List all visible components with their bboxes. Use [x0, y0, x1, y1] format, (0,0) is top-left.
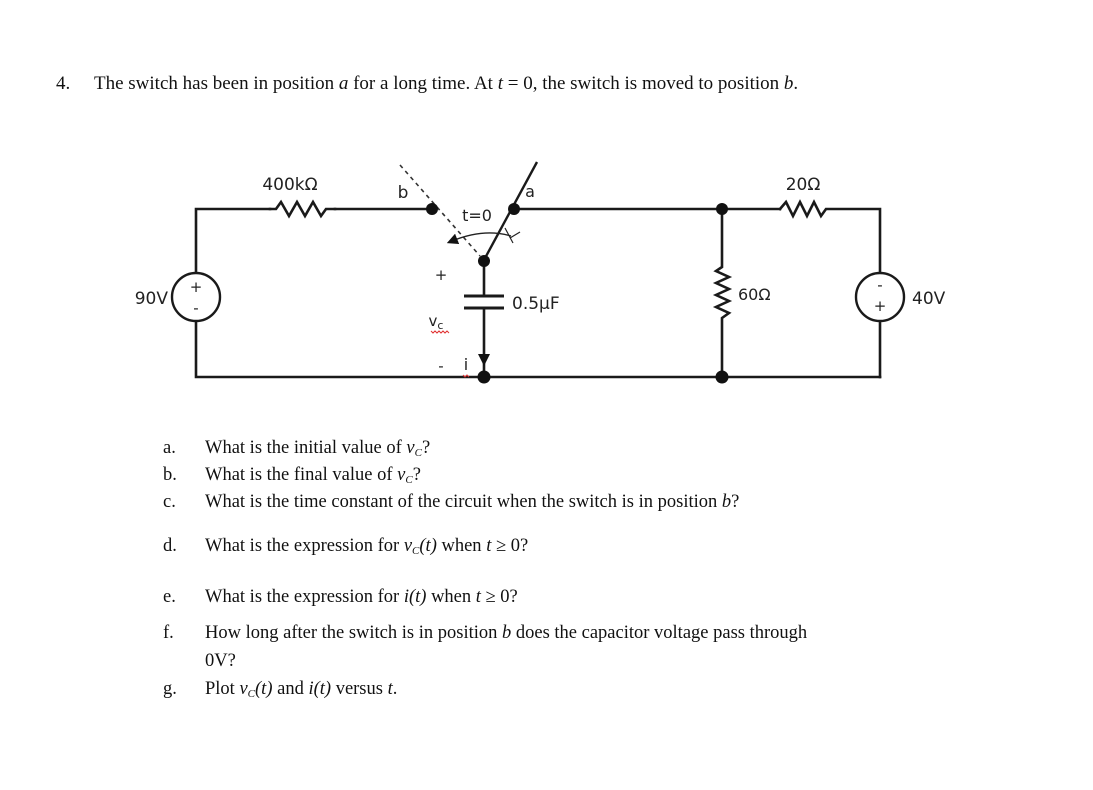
node-b	[426, 203, 438, 215]
node-cap-bottom	[477, 370, 491, 384]
capacitor-minus: -	[438, 357, 443, 375]
question-g: g.Plot vC(t) and i(t) versus t.	[163, 679, 398, 700]
spellcheck-squiggle-i	[462, 374, 470, 378]
spellcheck-squiggle	[430, 330, 450, 334]
current-arrow-icon	[478, 354, 490, 366]
resistor-60-label: 60Ω	[738, 285, 771, 304]
switch-motion-arrow	[446, 232, 512, 245]
circuit-diagram: + - 90V 400kΩ b a t=0 + vc - i 0.5μF 60Ω…	[135, 161, 946, 384]
resistor-60-symbol	[712, 207, 733, 379]
source-90v-symbol	[170, 271, 222, 323]
question-d: d.What is the expression for vC(t) when …	[163, 536, 529, 557]
source-90v-label: 90V	[135, 289, 169, 309]
node-top-right	[716, 203, 728, 215]
switch-arc-tick2	[509, 231, 521, 239]
question-e: e.What is the expression for i(t) when t…	[163, 587, 518, 607]
question-b: b.What is the final value of vC?	[163, 465, 421, 486]
node-a	[508, 203, 520, 215]
wire-left-top	[194, 207, 272, 275]
node-switch-pivot	[478, 255, 490, 267]
node-bottom-right	[715, 370, 729, 384]
resistor-20-symbol	[778, 199, 882, 275]
resistor-20-label: 20Ω	[786, 175, 821, 195]
capacitor-current-label: i	[464, 355, 468, 374]
switch-time-label: t=0	[462, 206, 492, 225]
resistor-400k-symbol	[268, 199, 337, 219]
switch-pos-a-label: a	[525, 182, 535, 201]
switch-arc-tick	[504, 227, 514, 244]
source-40v-plus: +	[874, 297, 887, 315]
question-a: a.What is the initial value of vC?	[163, 438, 431, 459]
question-f: f.How long after the switch is in positi…	[163, 623, 808, 643]
wire-left-bottom	[194, 319, 882, 379]
resistor-400k-label: 400kΩ	[262, 175, 317, 195]
source-40v-symbol	[854, 271, 906, 323]
capacitor-label: 0.5μF	[512, 294, 560, 314]
switch-pos-b-label: b	[398, 183, 409, 203]
source-90v-plus: +	[190, 278, 203, 296]
source-90v-minus: -	[193, 299, 198, 317]
question-c: c.What is the time constant of the circu…	[163, 492, 740, 512]
source-40v-minus: -	[877, 276, 882, 294]
capacitor-plus: +	[435, 266, 448, 284]
problem-number: 4.	[56, 73, 71, 94]
problem-statement: 4.The switch has been in position a for …	[56, 73, 799, 94]
capacitor-voltage-label: vc	[429, 312, 444, 332]
source-40v-label: 40V	[912, 289, 946, 309]
question-f-line2: 0V?	[205, 651, 236, 671]
